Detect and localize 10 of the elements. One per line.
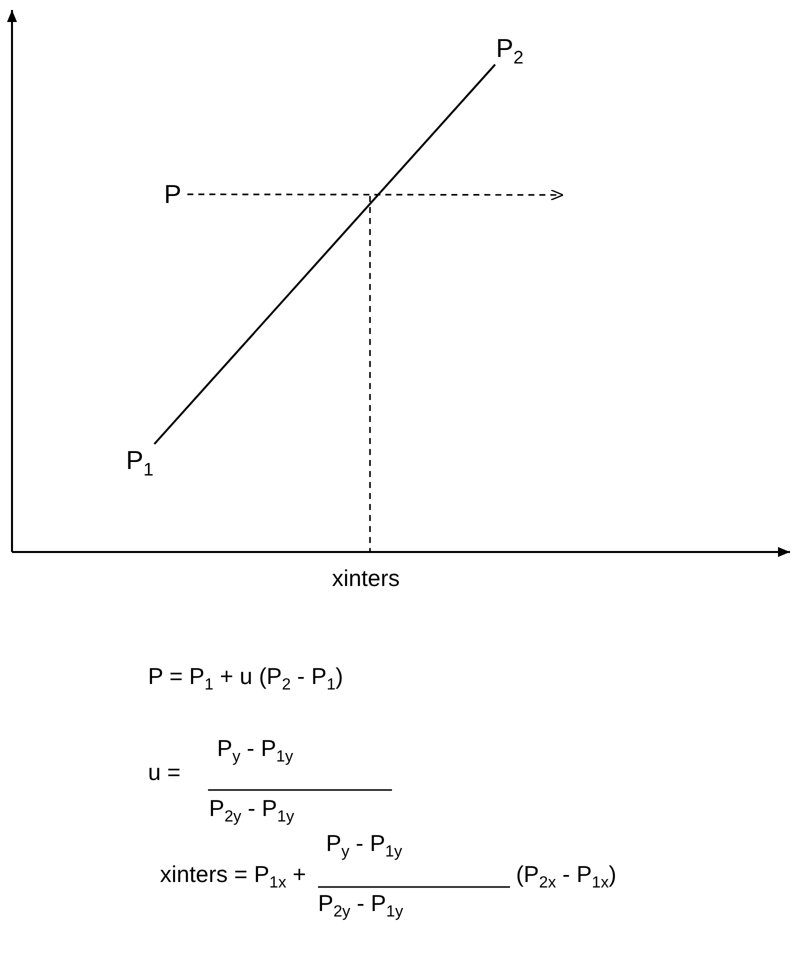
formula: (P$_{2x}$ - P$_{1x}$): [516, 862, 616, 888]
line-segment: [154, 64, 496, 445]
point-label: P$_{2}$: [496, 34, 524, 63]
axis-label: xinters: [332, 566, 400, 592]
formula: P = P$_{1}$ + u (P$_{2}$ - P$_{1}$): [148, 664, 344, 690]
point-label: P: [164, 180, 182, 209]
dashed-arrow: [187, 189, 564, 201]
point-label: P$_{1}$: [126, 446, 154, 475]
formula: u =: [148, 760, 181, 786]
formula: xinters = P$_{1x}$ +: [160, 862, 306, 888]
